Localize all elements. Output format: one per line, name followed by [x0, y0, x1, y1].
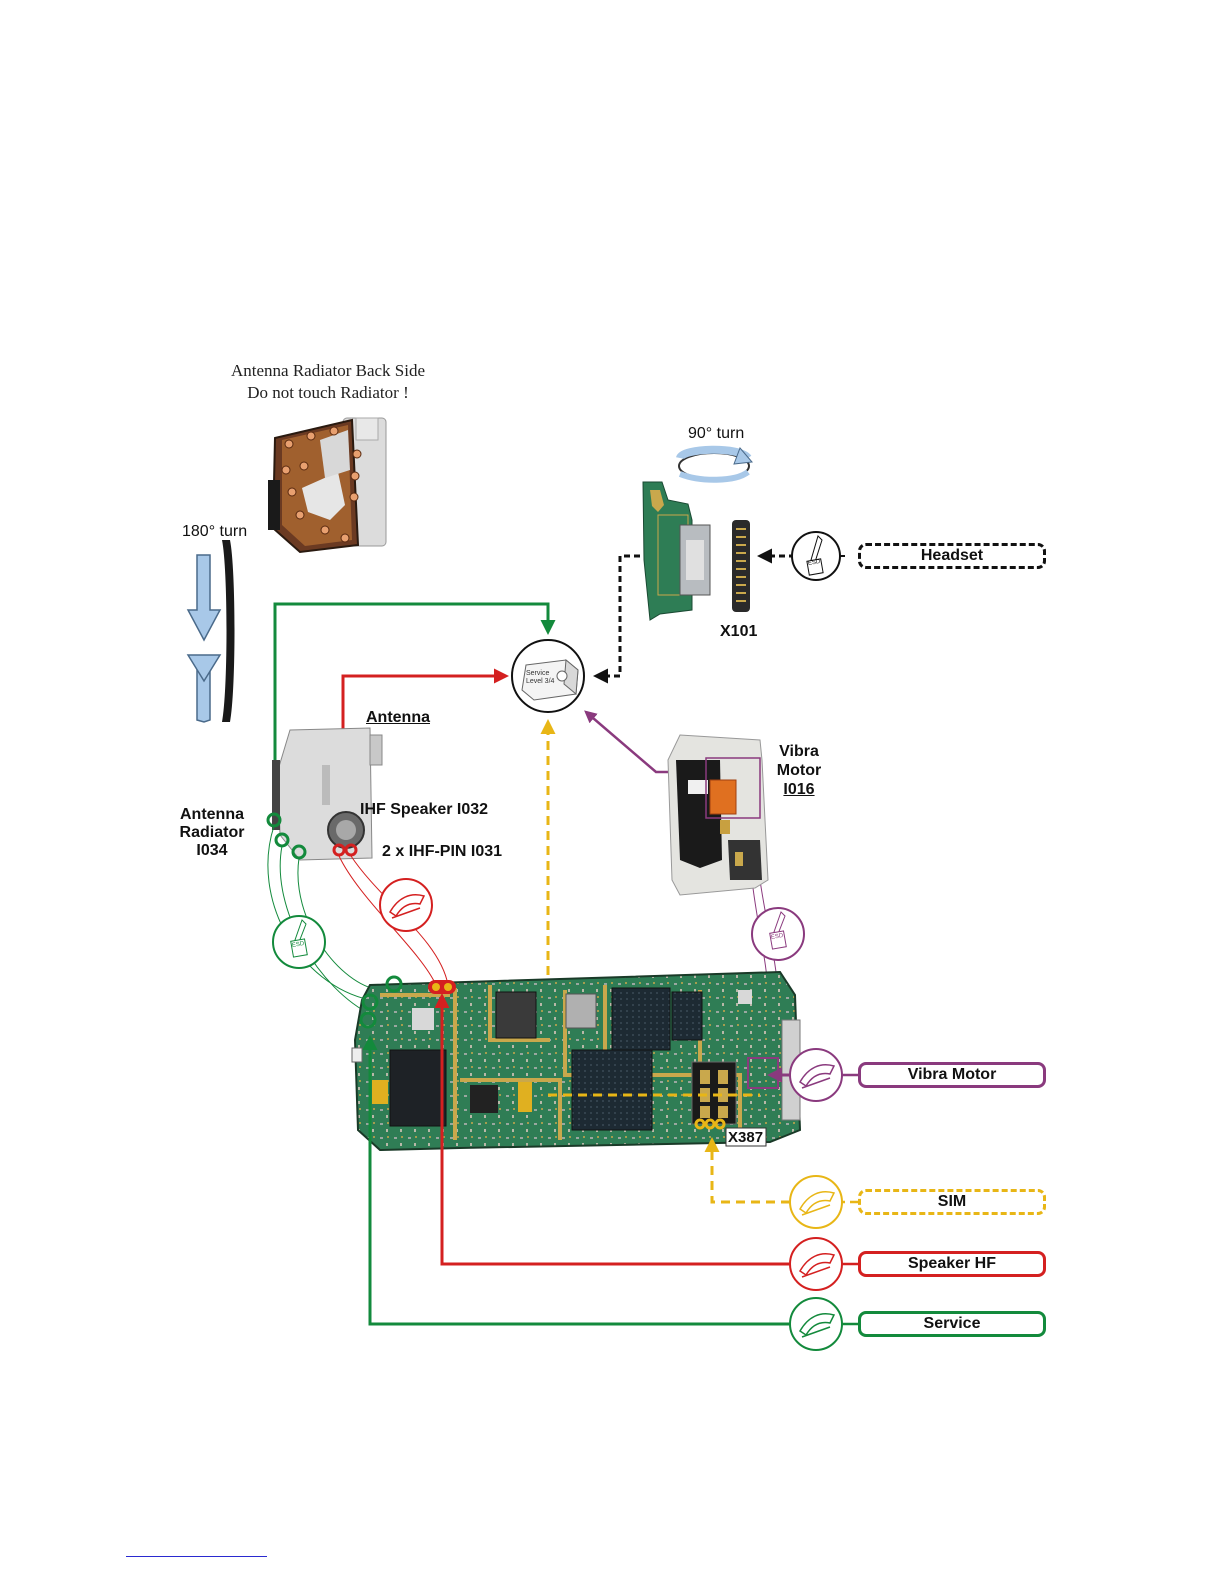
- vibra-motor-line-2: Motor: [770, 761, 828, 780]
- service-box: Service: [858, 1311, 1046, 1337]
- ihf-pin-label: 2 x IHF-PIN I031: [382, 842, 502, 861]
- ihf-speaker-label: IHF Speaker I032: [360, 800, 488, 819]
- service-box-line-2: Level 3/4: [526, 678, 554, 686]
- antenna-radiator-line-2: Radiator: [172, 824, 252, 842]
- headset-box: Headset: [858, 543, 1046, 569]
- caption: Antenna Radiator Back Side Do not touch …: [200, 360, 456, 404]
- vibra-motor-part-label: Vibra Motor I016: [770, 742, 828, 799]
- vibra-motor-box: Vibra Motor: [858, 1062, 1046, 1088]
- x387-label: X387: [728, 1128, 763, 1147]
- caption-line-2: Do not touch Radiator !: [200, 382, 456, 404]
- hand-tool-icon-service: [790, 1298, 842, 1350]
- antenna-label: Antenna: [366, 708, 430, 727]
- service-box-line-1: Service: [526, 670, 554, 678]
- speaker-hf-box: Speaker HF: [858, 1251, 1046, 1277]
- x101-connector-board: [643, 482, 750, 620]
- turn-180-label: 180° turn: [182, 522, 247, 541]
- antenna-radiator-label: Antenna Radiator I034: [172, 806, 252, 860]
- antenna-radiator-photo: [268, 418, 386, 552]
- hand-tool-icon-speaker: [380, 879, 432, 931]
- vibra-motor-photo: [668, 735, 768, 895]
- hand-tool-icon-speaker-hf: [790, 1238, 842, 1290]
- hand-tool-icon-vibra: [790, 1049, 842, 1101]
- hand-tool-icon-sim: [790, 1176, 842, 1228]
- turn-90-label: 90° turn: [688, 424, 744, 443]
- rotate-90-icon: [679, 448, 752, 480]
- rotate-180-icon: [188, 540, 235, 722]
- footer-rule: [126, 1556, 267, 1557]
- service-box-text: Service Level 3/4: [526, 670, 554, 686]
- main-pcb-photo: [352, 972, 800, 1150]
- antenna-radiator-line-3: I034: [172, 842, 252, 860]
- x101-label: X101: [720, 622, 757, 641]
- caption-line-1: Antenna Radiator Back Side: [200, 360, 456, 382]
- vibra-motor-line-3: I016: [770, 780, 828, 799]
- esd-tool-icon-headset: [792, 532, 840, 580]
- sim-route: [712, 1140, 790, 1202]
- sim-box: SIM: [858, 1189, 1046, 1215]
- antenna-radiator-line-1: Antenna: [172, 806, 252, 824]
- vibra-motor-line-1: Vibra: [770, 742, 828, 761]
